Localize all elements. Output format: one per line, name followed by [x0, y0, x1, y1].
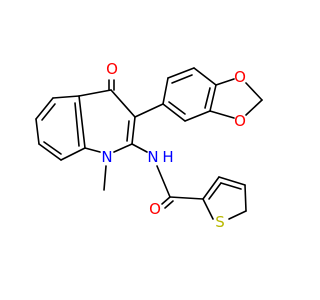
bond-dox-1 [215, 78, 235, 86]
atom-s-thiophene: S [215, 213, 225, 231]
bond-thio-c3-c4 [218, 176, 246, 186]
atom-o-amide: O [149, 200, 161, 218]
bond-benzo-1 [52, 95, 80, 99]
atom-o-dioxole-bottom: O [234, 112, 246, 130]
bond-c4-c3 [110, 89, 136, 118]
bond-benzo-2 [35, 97, 54, 120]
bond-benzo-6 [78, 95, 86, 149]
bond-bdx-6-inner [168, 101, 186, 115]
bond-dox-4 [209, 110, 235, 119]
molecule-structure-diagram: O N N H O S O O [35, 60, 263, 231]
atom-label-layer: O N N H O S O O [101, 60, 246, 231]
atom-h-amide: H [162, 148, 173, 166]
bond-c3-aryl [134, 103, 164, 118]
atom-n-amide: N [147, 148, 158, 166]
bond-bdx-6 [162, 103, 186, 122]
atom-o-dioxole-top: O [234, 68, 246, 86]
bond-benzo-3 [35, 118, 40, 145]
bond-bdx-5 [184, 110, 211, 122]
bond-thio-c5-s [228, 210, 247, 220]
bond-bdx-4-inner [204, 87, 211, 109]
bond-c2-n1 [113, 143, 133, 153]
bond-amide-co-2 [164, 200, 174, 209]
bond-benzo-2-inner [41, 103, 56, 121]
atom-n-ring: N [101, 148, 112, 166]
bond-thio-c2-c3 [202, 176, 220, 200]
bond-n1-c8a [84, 147, 101, 153]
bond-nh-carbonyl [156, 165, 171, 198]
bond-bdx-2-inner [171, 74, 193, 84]
bond-c4a-c4 [78, 89, 112, 97]
bond-bdx-4 [209, 84, 217, 112]
bond-benzo-4-inner [43, 141, 62, 155]
bond-amide-co-1 [161, 196, 171, 205]
bond-bdx-3 [193, 67, 217, 86]
bond-thio-s-c2 [202, 198, 214, 220]
bond-bdx-2 [167, 67, 195, 79]
bond-n-methyl [103, 165, 107, 191]
bond-dox-2 [245, 82, 263, 101]
bond-benzo-4 [38, 143, 62, 161]
bond-thio-c4-c5 [244, 184, 247, 212]
atom-o-ketone: O [106, 60, 118, 78]
bond-c3-c2-inner [126, 120, 130, 142]
bond-layer [35, 67, 263, 220]
bond-c3-c2 [131, 116, 136, 145]
bond-c2-nh [131, 143, 148, 153]
bond-benzo-5 [60, 147, 86, 161]
bond-carbonyl-thiophene [169, 196, 204, 200]
bond-benzo-6-inner [74, 102, 80, 147]
bond-thio-c2-c3-inner [208, 182, 222, 200]
bond-dox-3 [245, 99, 263, 116]
bond-bdx-1 [162, 77, 169, 105]
bond-thio-c3-c4-inner [220, 182, 242, 190]
